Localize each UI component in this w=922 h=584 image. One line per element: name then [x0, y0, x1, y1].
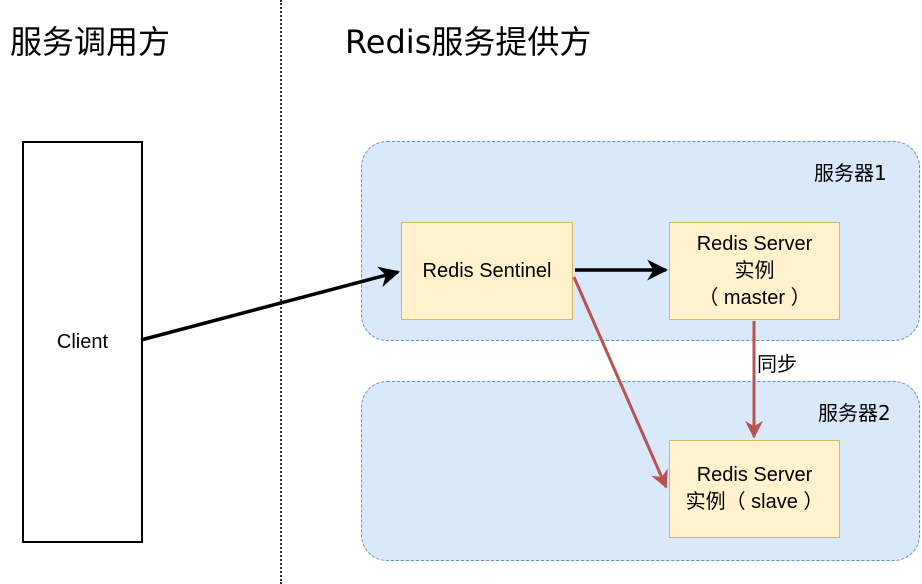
- server-group-2-label: 服务器2: [818, 401, 891, 425]
- sentinel-to-slave-arrow: [572, 276, 668, 489]
- sync-label: 同步: [757, 348, 797, 377]
- consumer-heading: 服务调用方: [10, 23, 171, 61]
- client-label: Client: [56, 330, 109, 353]
- redis-master-node[interactable]: Redis Server 实例 （ master ）: [669, 222, 840, 320]
- provider-heading: Redis服务提供方: [345, 23, 592, 61]
- redis-sentinel-node[interactable]: Redis Sentinel: [401, 222, 573, 320]
- redis-master-label: Redis Server 实例 （ master ）: [696, 232, 813, 309]
- redis-slave-node[interactable]: Redis Server 实例（ slave ）: [669, 440, 840, 538]
- redis-slave-label: Redis Server 实例（ slave ）: [685, 464, 824, 513]
- redis-sentinel-label: Redis Sentinel: [422, 259, 552, 282]
- server-group-1-label: 服务器1: [814, 161, 887, 185]
- section-divider: [280, 0, 282, 584]
- client-box[interactable]: Client: [22, 141, 143, 543]
- client-to-sentinel-arrow: [140, 266, 401, 342]
